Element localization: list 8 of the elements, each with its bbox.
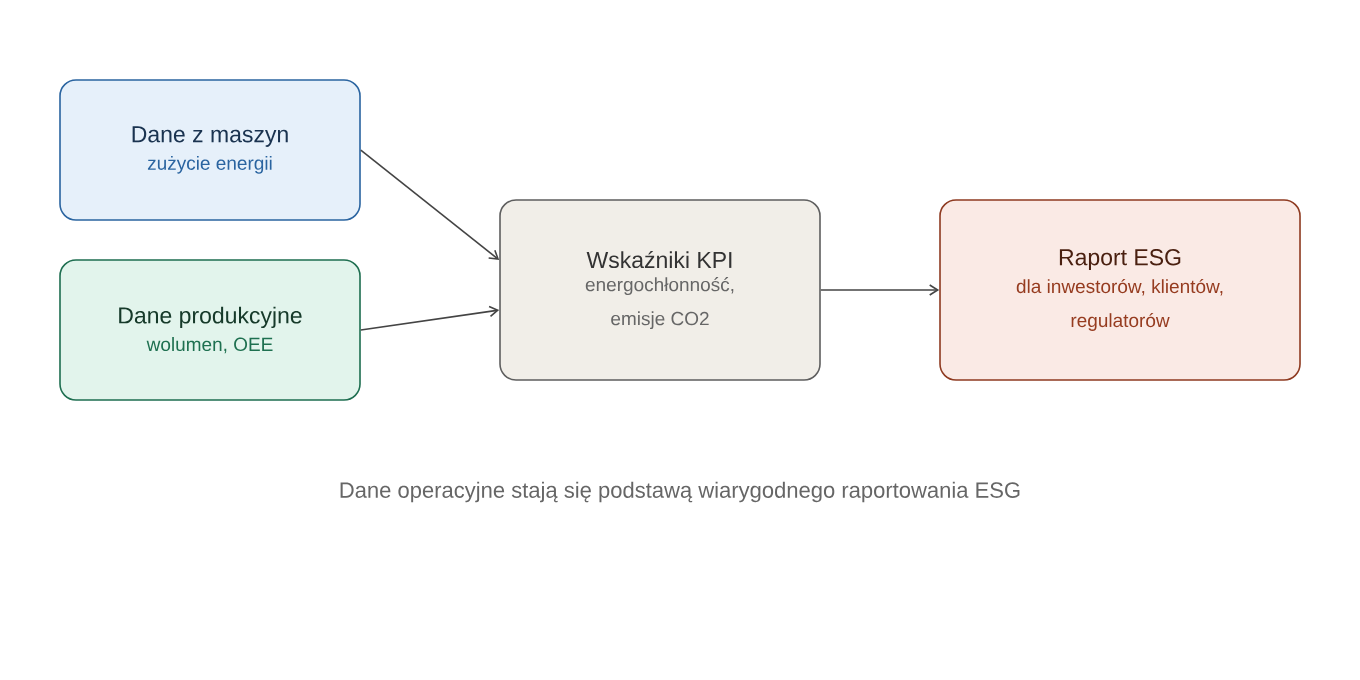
caption: Dane operacyjne stają się podstawą wiarygodnego raportowania ESG — [340, 481, 1020, 503]
process-box: Dane produkcyjne wolumen, OEE — [59, 259, 361, 401]
process-box: Dane z maszyn zużycie energii — [59, 79, 361, 221]
process-box: Raport ESG dla inwestorów, klientów, regulatorów — [939, 199, 1301, 381]
arrow — [360, 149, 500, 260]
arrow — [820, 284, 940, 296]
process-box: Wskaźniki KPI energochłonność, emisje CO2 — [499, 199, 821, 381]
arrow — [360, 305, 500, 331]
